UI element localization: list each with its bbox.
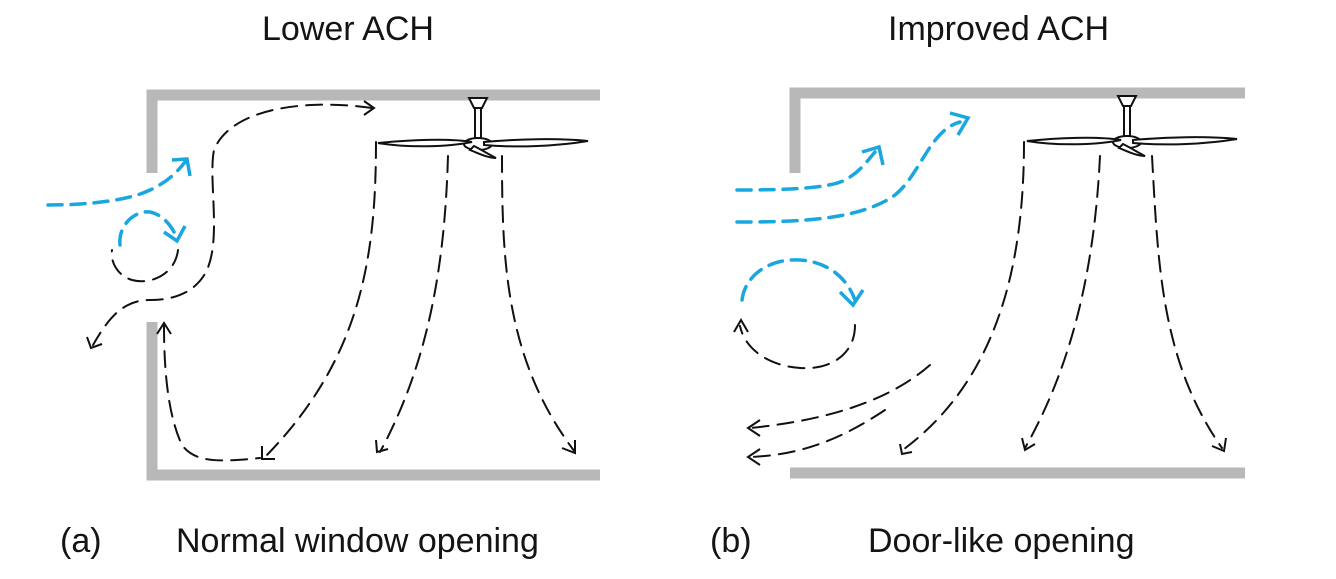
wall-b-upper [789, 87, 1245, 173]
panel-a-tag: (a) [60, 522, 102, 560]
circulation-arrows-a [92, 103, 576, 462]
panel-a-caption: Normal window opening [176, 522, 539, 560]
panel-b [733, 87, 1245, 479]
ceiling-fan-icon [1026, 95, 1238, 157]
panel-b-caption: Door-like opening [868, 522, 1135, 560]
panel-b-tag: (b) [710, 522, 752, 560]
wall-a-lower [146, 322, 600, 481]
circulation-arrowheads-b [733, 318, 1227, 466]
panel-a [46, 89, 600, 481]
circulation-arrows-b [739, 141, 1223, 458]
circulation-arrowheads-a [86, 100, 576, 460]
wall-a-upper [146, 89, 600, 173]
inflow-arrowheads-a [163, 157, 192, 244]
panel-b-title: Improved ACH [888, 10, 1110, 48]
panel-a-title: Lower ACH [262, 10, 434, 48]
inflow-arrows-b [735, 120, 962, 302]
inflow-arrows-a [46, 160, 187, 247]
ceiling-fan-icon [377, 97, 589, 159]
inflow-arrowheads-b [838, 111, 971, 308]
